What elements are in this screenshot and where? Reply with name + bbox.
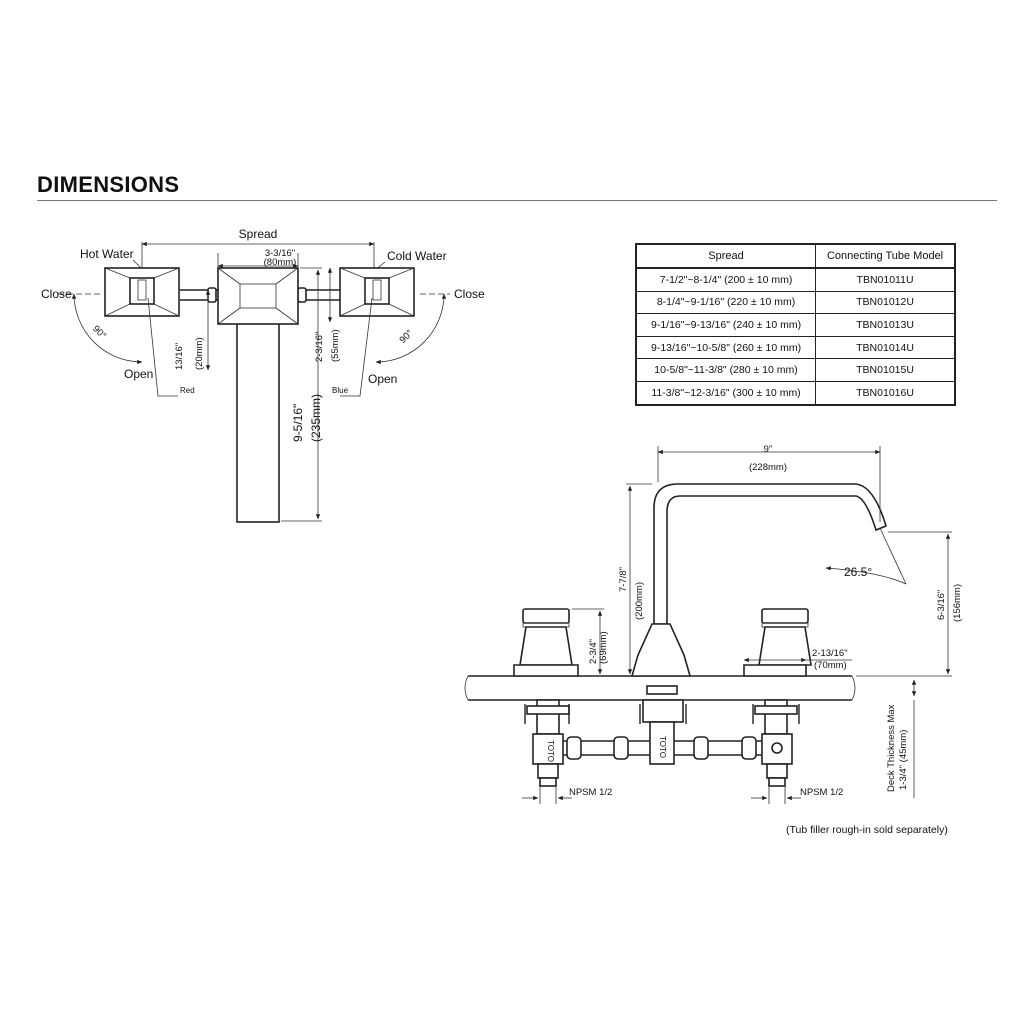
cell-model: TBN01013U — [815, 313, 956, 337]
deck-thickness-label: Deck Thickness Max — [886, 704, 897, 792]
cell-spread: 8-1/4"~9-1/16" (220 ± 10 mm) — [635, 290, 817, 315]
table-row: 8-1/4"~9-1/16" (220 ± 10 mm) TBN01012U — [635, 290, 956, 315]
connecting-pipes — [563, 736, 762, 760]
handle-height-mm: (69mm) — [598, 631, 609, 664]
spout-side — [630, 483, 887, 677]
spout-length-in: 9-5/16" — [291, 404, 305, 442]
spout-offset-in: 2-3/16" — [314, 332, 325, 362]
spout-length-mm: (235mm) — [309, 394, 323, 442]
spout-offset-mm: (55mm) — [330, 329, 341, 362]
npsm-left-label: NPSM 1/2 — [569, 787, 612, 798]
angle-right-label: 90° — [398, 328, 416, 346]
hot-handle-top — [104, 267, 180, 317]
cell-model: TBN01016U — [815, 380, 956, 406]
handle-offset-in: 13/16" — [174, 343, 185, 370]
header-model: Connecting Tube Model — [815, 243, 956, 269]
valve-right-under — [752, 699, 800, 787]
cell-spread: 7-1/2"~8-1/4" (200 ± 10 mm) — [635, 267, 817, 292]
reach-mm: (228mm) — [749, 462, 787, 473]
cell-model: TBN01015U — [815, 358, 956, 382]
title-divider — [37, 200, 997, 201]
side-view: TOTO TOTO — [464, 444, 963, 804]
spread-label: Spread — [239, 227, 278, 241]
top-view: Spread 3-3/16" (80mm) Hot Water Cold Wat… — [41, 227, 485, 523]
header-spread: Spread — [635, 243, 817, 269]
cell-spread: 9-13/16"~10-5/8" (260 ± 10 mm) — [635, 335, 817, 360]
table-row: 10-5/8"~11-3/8" (280 ± 10 mm) TBN01015U — [635, 358, 956, 382]
connecting-tube-table: Spread Connecting Tube Model 7-1/2"~8-1/… — [635, 243, 956, 406]
handle-offset-mm: (20mm) — [194, 337, 205, 370]
footnote: (Tub filler rough-in sold separately) — [786, 824, 948, 836]
cell-spread: 9-1/16"~9-13/16" (240 ± 10 mm) — [635, 313, 817, 337]
table-row: 9-13/16"~10-5/8" (260 ± 10 mm) TBN01014U — [635, 335, 956, 360]
spout-width-in: 3-3/16" — [265, 248, 295, 259]
outlet-height-mm: (156mm) — [952, 584, 963, 622]
reach-in: 9" — [764, 444, 773, 455]
close-right-label: Close — [454, 287, 485, 301]
base-dia-mm: (70mm) — [814, 660, 847, 671]
angle-left-label: 90° — [90, 324, 108, 342]
cell-model: TBN01014U — [815, 335, 956, 360]
handle-height-in: 2-3/4" — [588, 639, 599, 664]
brand-center-label: TOTO — [658, 736, 667, 758]
red-label: Red — [180, 386, 195, 395]
cold-handle-top — [339, 267, 415, 317]
cell-model: TBN01012U — [815, 290, 956, 315]
angle-label: 26.5° — [844, 565, 872, 579]
outlet-height-in: 6-3/16" — [936, 590, 947, 620]
cell-model: TBN01011U — [815, 267, 956, 292]
spout-top — [217, 267, 299, 523]
open-right-label: Open — [368, 372, 397, 386]
spout-width-mm: (80mm) — [264, 257, 297, 268]
cell-spread: 11-3/8"~12-3/16" (300 ± 10 mm) — [635, 380, 817, 406]
left-handle-side — [513, 608, 579, 677]
table-row: 11-3/8"~12-3/16" (300 ± 10 mm) TBN01016U — [635, 380, 956, 406]
valve-center-under: TOTO — [639, 685, 687, 765]
page-title: DIMENSIONS — [37, 172, 180, 197]
spout-height-mm: (200mm) — [634, 582, 645, 620]
brand-left-label: TOTO — [546, 740, 555, 762]
base-dia-in: 2-13/16" — [812, 648, 848, 659]
valve-left-under: TOTO — [524, 699, 570, 787]
table-row: 7-1/2"~8-1/4" (200 ± 10 mm) TBN01011U — [635, 267, 956, 292]
cell-spread: 10-5/8"~11-3/8" (280 ± 10 mm) — [635, 358, 817, 382]
close-left-label: Close — [41, 287, 72, 301]
hot-water-label: Hot Water — [80, 247, 134, 261]
spout-height-in: 7-7/8" — [618, 567, 629, 592]
table-row: 9-1/16"~9-13/16" (240 ± 10 mm) TBN01013U — [635, 313, 956, 337]
cold-water-label: Cold Water — [387, 249, 447, 263]
npsm-right-label: NPSM 1/2 — [800, 787, 843, 798]
table-header-row: Spread Connecting Tube Model — [635, 243, 956, 269]
right-handle-side — [743, 608, 812, 677]
blue-label: Blue — [332, 386, 349, 395]
open-left-label: Open — [124, 367, 153, 381]
deck-thickness-value: 1-3/4" (45mm) — [898, 730, 909, 790]
